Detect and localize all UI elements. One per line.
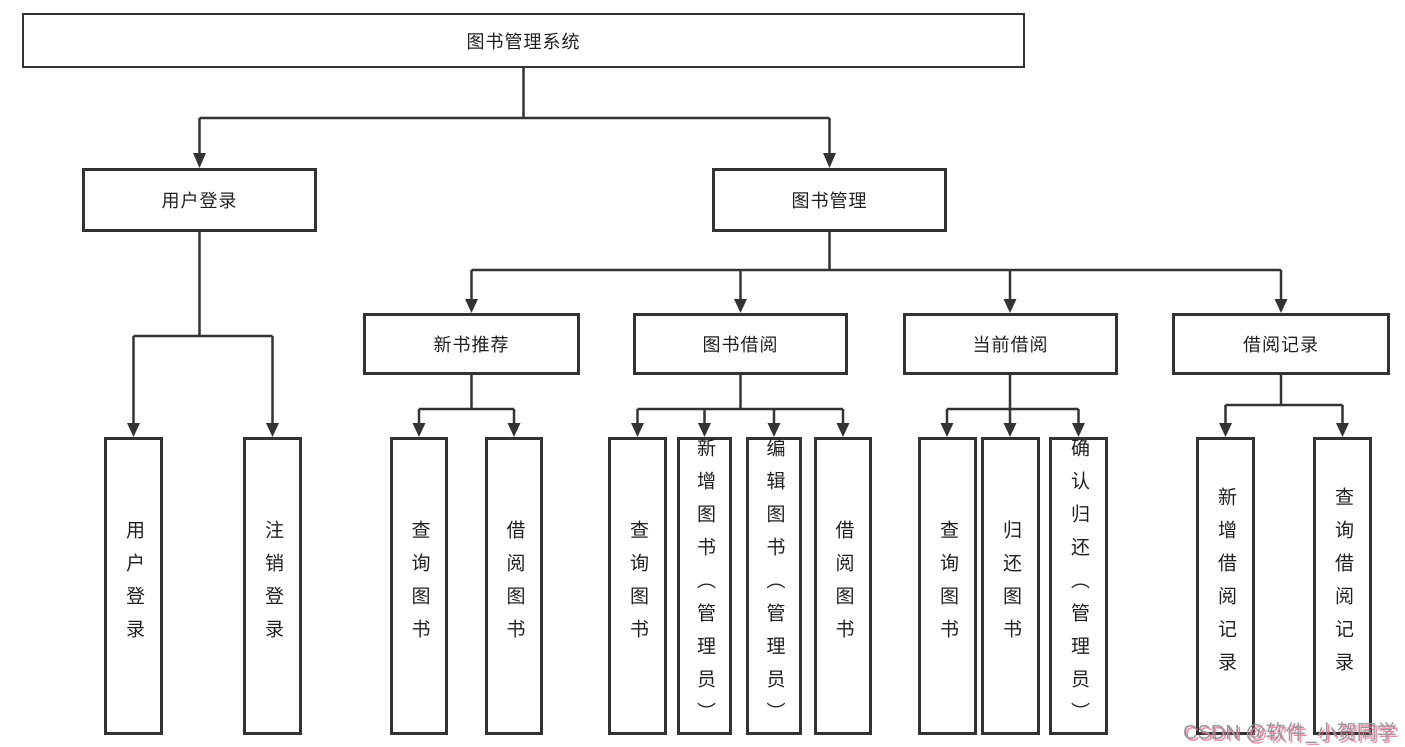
node-user-login: 用户登录 xyxy=(104,437,163,735)
node-label: 归还图书 xyxy=(1000,520,1021,652)
node-label: 确认归还（管理员） xyxy=(1068,437,1089,735)
node-label: 新增借阅记录 xyxy=(1215,487,1236,685)
node-borrowing-records: 借阅记录 xyxy=(1172,313,1390,375)
node-add-borrow-record: 新增借阅记录 xyxy=(1196,437,1255,735)
node-label: 当前借阅 xyxy=(972,335,1049,355)
node-label: 查询借阅记录 xyxy=(1332,487,1353,685)
node-query-book: 查询图书 xyxy=(608,437,667,735)
node-book-borrowing: 图书借阅 xyxy=(633,313,848,375)
node-label: 查询图书 xyxy=(408,520,430,652)
node-label: 图书管理系统 xyxy=(466,31,581,52)
node-label: 借阅记录 xyxy=(1243,335,1319,355)
node-label: 图书管理 xyxy=(791,191,868,211)
node-label: 借阅图书 xyxy=(503,520,525,652)
node-add-book-admin: 新增图书（管理员） xyxy=(677,437,732,735)
node-logout: 注销登录 xyxy=(243,437,302,735)
node-query-current-borrow: 查询图书 xyxy=(918,437,977,735)
node-return-book: 归还图书 xyxy=(981,437,1040,735)
node-label: 图书借阅 xyxy=(702,335,779,355)
node-label: 用户登录 xyxy=(123,520,144,652)
node-label: 查询图书 xyxy=(937,520,958,652)
node-book-management-module: 图书管理 xyxy=(712,168,947,232)
node-query-book-recommend: 查询图书 xyxy=(390,437,448,735)
node-label: 用户登录 xyxy=(161,191,238,211)
node-label: 借阅图书 xyxy=(832,520,854,652)
node-borrow-book-recommend: 借阅图书 xyxy=(485,437,543,735)
csdn-watermark: CSDN @软件_小贺同学 xyxy=(1183,722,1397,744)
node-current-borrowing: 当前借阅 xyxy=(903,313,1118,375)
node-label: 新书推荐 xyxy=(433,335,510,355)
node-label: 新增图书（管理员） xyxy=(694,437,715,735)
node-user-login-module: 用户登录 xyxy=(82,168,317,232)
node-new-book-recommend: 新书推荐 xyxy=(363,313,580,375)
node-label: 查询图书 xyxy=(627,520,648,652)
node-query-borrow-record: 查询借阅记录 xyxy=(1313,437,1372,735)
node-label: 编辑图书（管理员） xyxy=(763,437,785,735)
node-confirm-return-admin: 确认归还（管理员） xyxy=(1049,437,1108,735)
tree-branch-lines xyxy=(132,68,1344,425)
node-library-management-system: 图书管理系统 xyxy=(22,13,1025,68)
node-borrow-book: 借阅图书 xyxy=(814,437,872,735)
node-label: 注销登录 xyxy=(262,520,283,652)
arrowheads xyxy=(127,153,1349,437)
node-edit-book-admin: 编辑图书（管理员） xyxy=(746,437,802,735)
